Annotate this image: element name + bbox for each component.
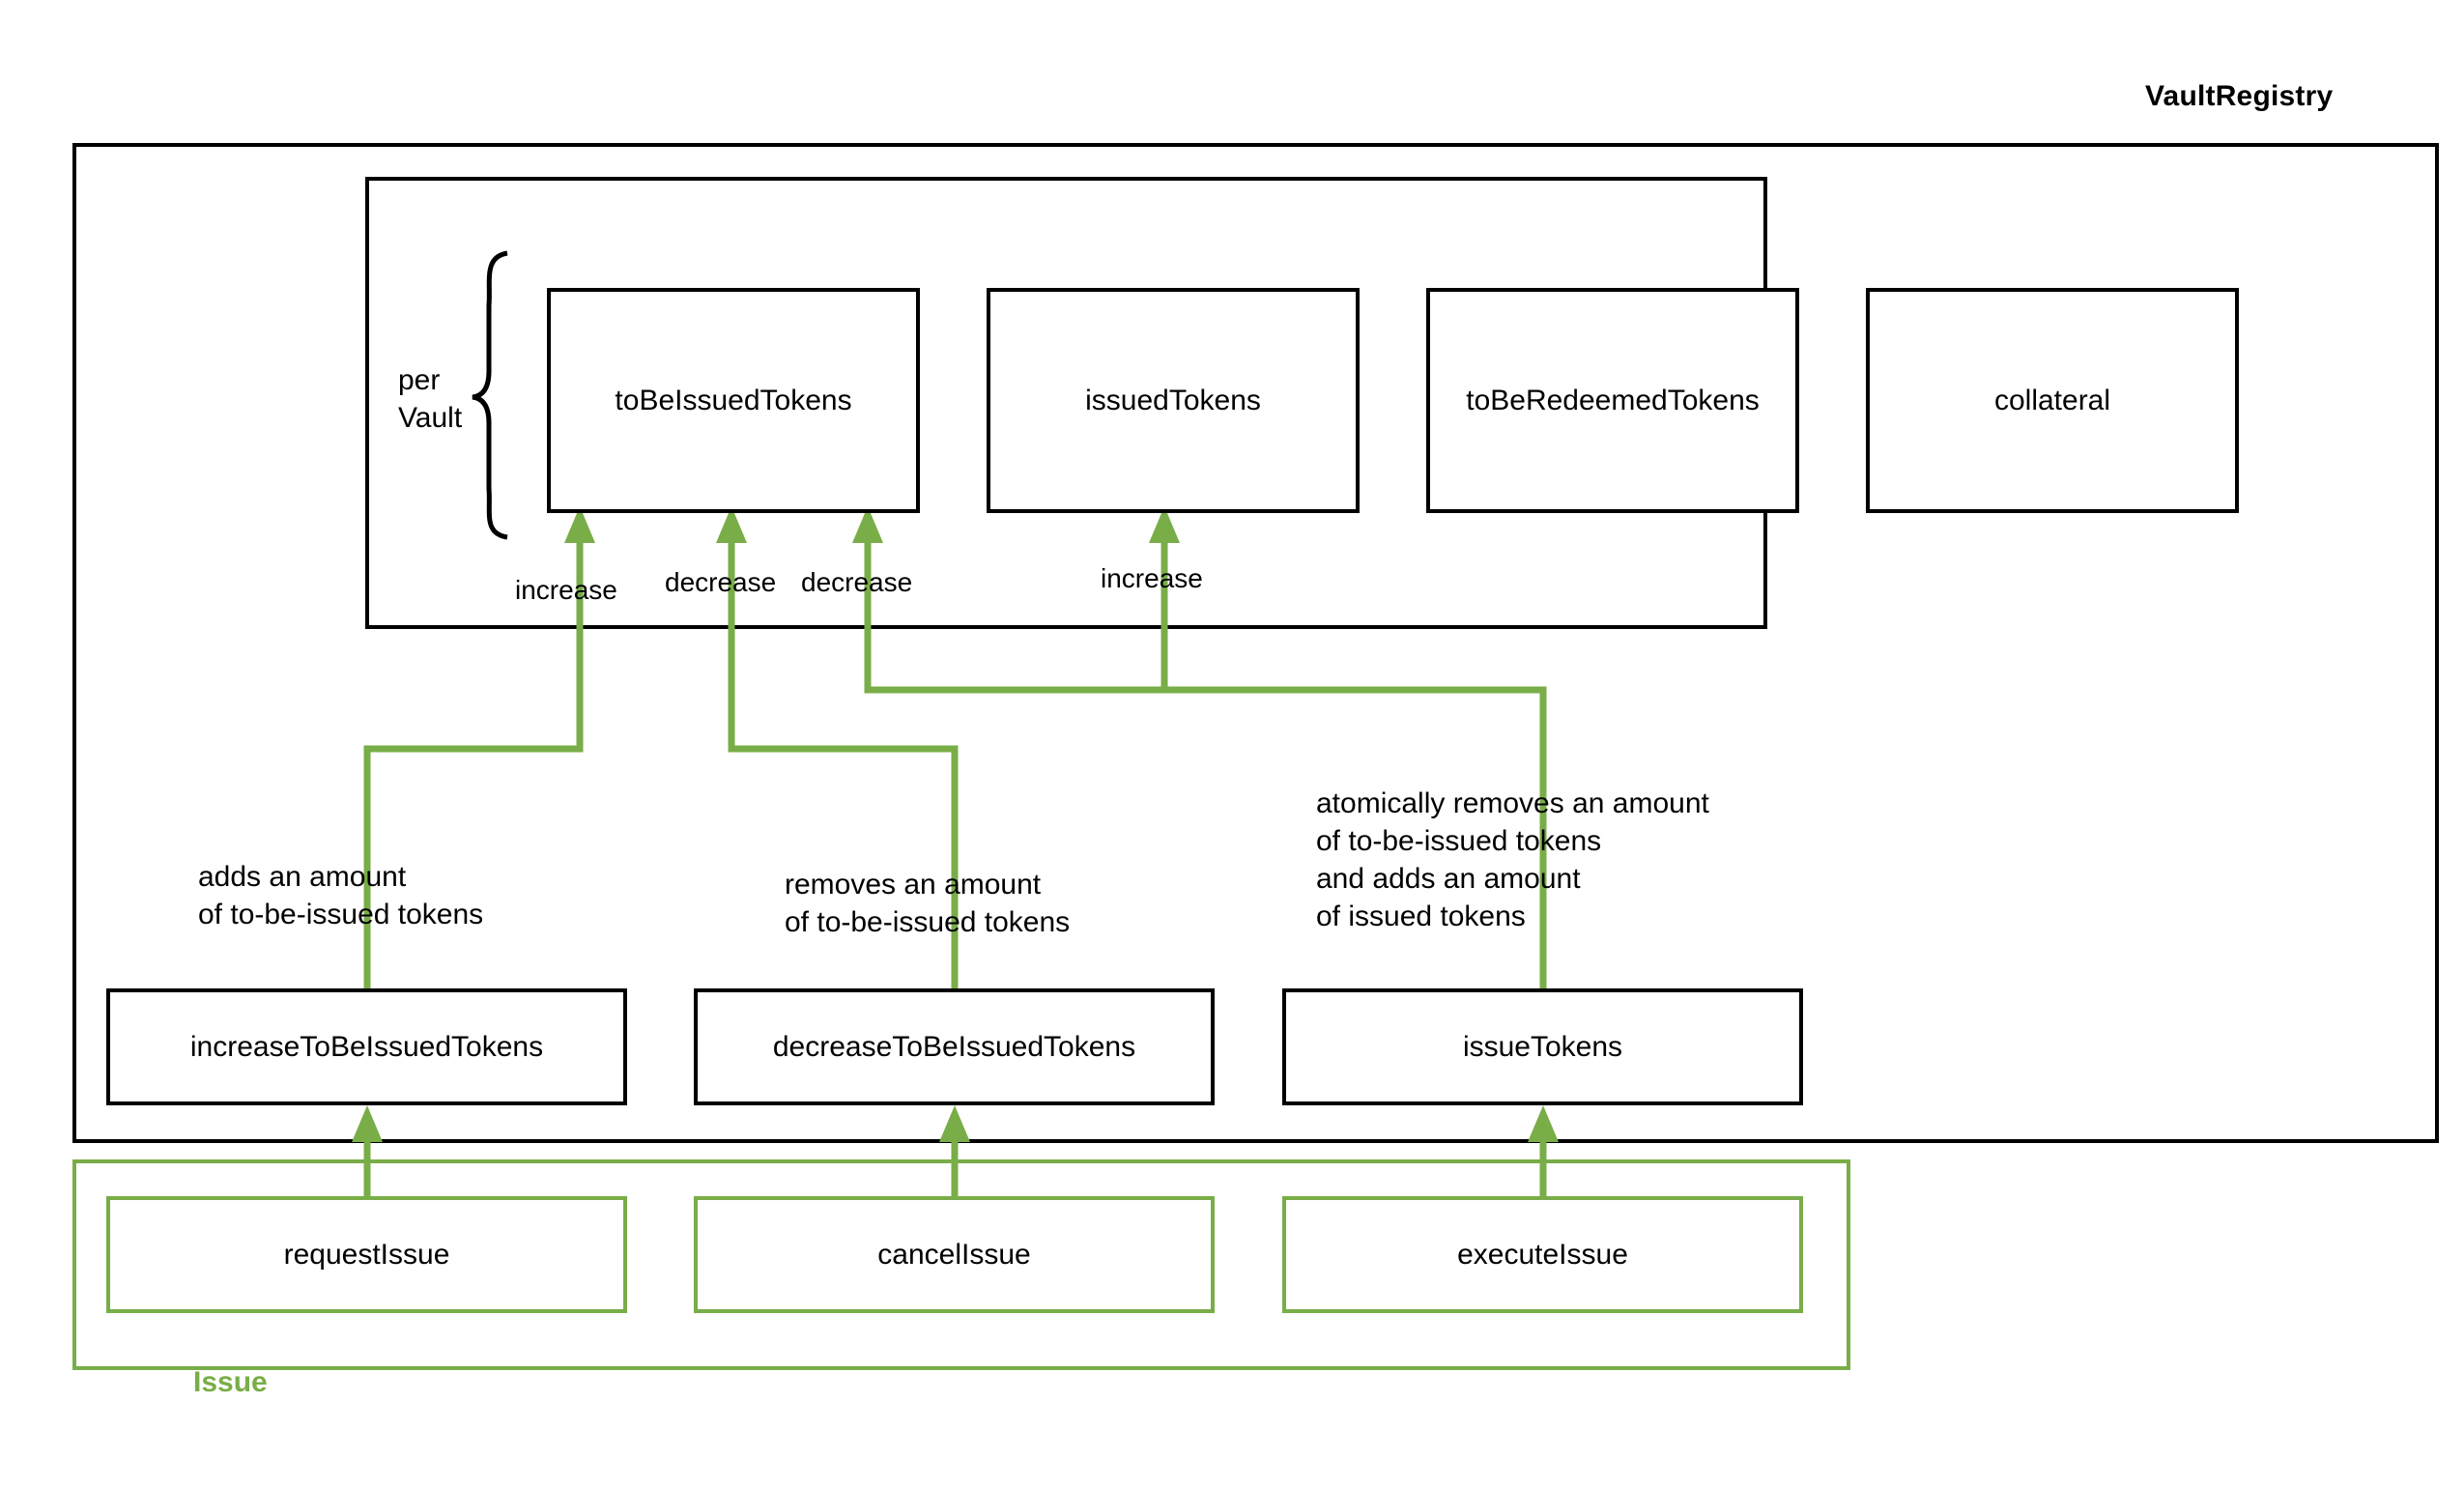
- issue-box-executeissue[interactable]: executeIssue: [1282, 1196, 1803, 1313]
- description-line: removes an amount: [785, 869, 1042, 901]
- function-box-decreasetobeissuedtokens[interactable]: decreaseToBeIssuedTokens: [694, 988, 1215, 1105]
- state-box-tobeissuedtokens[interactable]: toBeIssuedTokens: [547, 288, 920, 513]
- description-line: adds an amount: [198, 861, 407, 893]
- description-decrease-tobeissued: removes an amount of to-be-issued tokens: [785, 866, 1070, 941]
- per-vault-label-line2: Vault: [398, 402, 463, 434]
- issue-box-cancelissue[interactable]: cancelIssue: [694, 1196, 1215, 1313]
- description-issuetokens: atomically removes an amount of to-be-iss…: [1316, 785, 1709, 935]
- function-box-label: decreaseToBeIssuedTokens: [772, 1030, 1136, 1063]
- issue-group-label: Issue: [193, 1366, 268, 1398]
- description-line: of to-be-issued tokens: [198, 899, 484, 930]
- edge-label-decrease-cancel: decrease: [665, 567, 777, 597]
- state-box-label: collateral: [1993, 384, 2111, 416]
- description-line: of to-be-issued tokens: [785, 906, 1071, 938]
- issue-box-requestissue[interactable]: requestIssue: [106, 1196, 627, 1313]
- state-box-label: toBeIssuedTokens: [615, 384, 852, 416]
- state-box-toberedeemedtokens[interactable]: toBeRedeemedTokens: [1426, 288, 1799, 513]
- description-line: atomically removes an amount: [1316, 787, 1709, 819]
- description-increase-tobeissued: adds an amount of to-be-issued tokens: [198, 858, 483, 933]
- function-box-issuetokens[interactable]: issueTokens: [1282, 988, 1803, 1105]
- state-box-collateral[interactable]: collateral: [1866, 288, 2239, 513]
- edge-label-decrease-execute: decrease: [801, 567, 913, 597]
- description-line: of issued tokens: [1316, 901, 1526, 932]
- function-box-label: increaseToBeIssuedTokens: [189, 1030, 544, 1063]
- issue-box-label: executeIssue: [1457, 1238, 1628, 1271]
- issue-box-label: cancelIssue: [877, 1238, 1031, 1271]
- issue-group-container: [72, 1159, 1850, 1370]
- function-box-increasetobeissuedtokens[interactable]: increaseToBeIssuedTokens: [106, 988, 627, 1105]
- page-title: VaultRegistry: [2145, 80, 2334, 112]
- function-box-label: issueTokens: [1462, 1030, 1623, 1063]
- description-line: of to-be-issued tokens: [1316, 825, 1602, 857]
- edge-label-increase-tobeissued: increase: [515, 575, 617, 605]
- vault-registry-container: [72, 143, 2439, 1143]
- issue-box-label: requestIssue: [283, 1238, 450, 1271]
- state-box-label: issuedTokens: [1085, 384, 1261, 416]
- edge-label-increase-issued: increase: [1101, 563, 1203, 593]
- state-box-issuedtokens[interactable]: issuedTokens: [987, 288, 1360, 513]
- description-line: and adds an amount: [1316, 863, 1581, 895]
- state-box-label: toBeRedeemedTokens: [1466, 384, 1760, 416]
- per-vault-label-line1: per: [398, 364, 441, 396]
